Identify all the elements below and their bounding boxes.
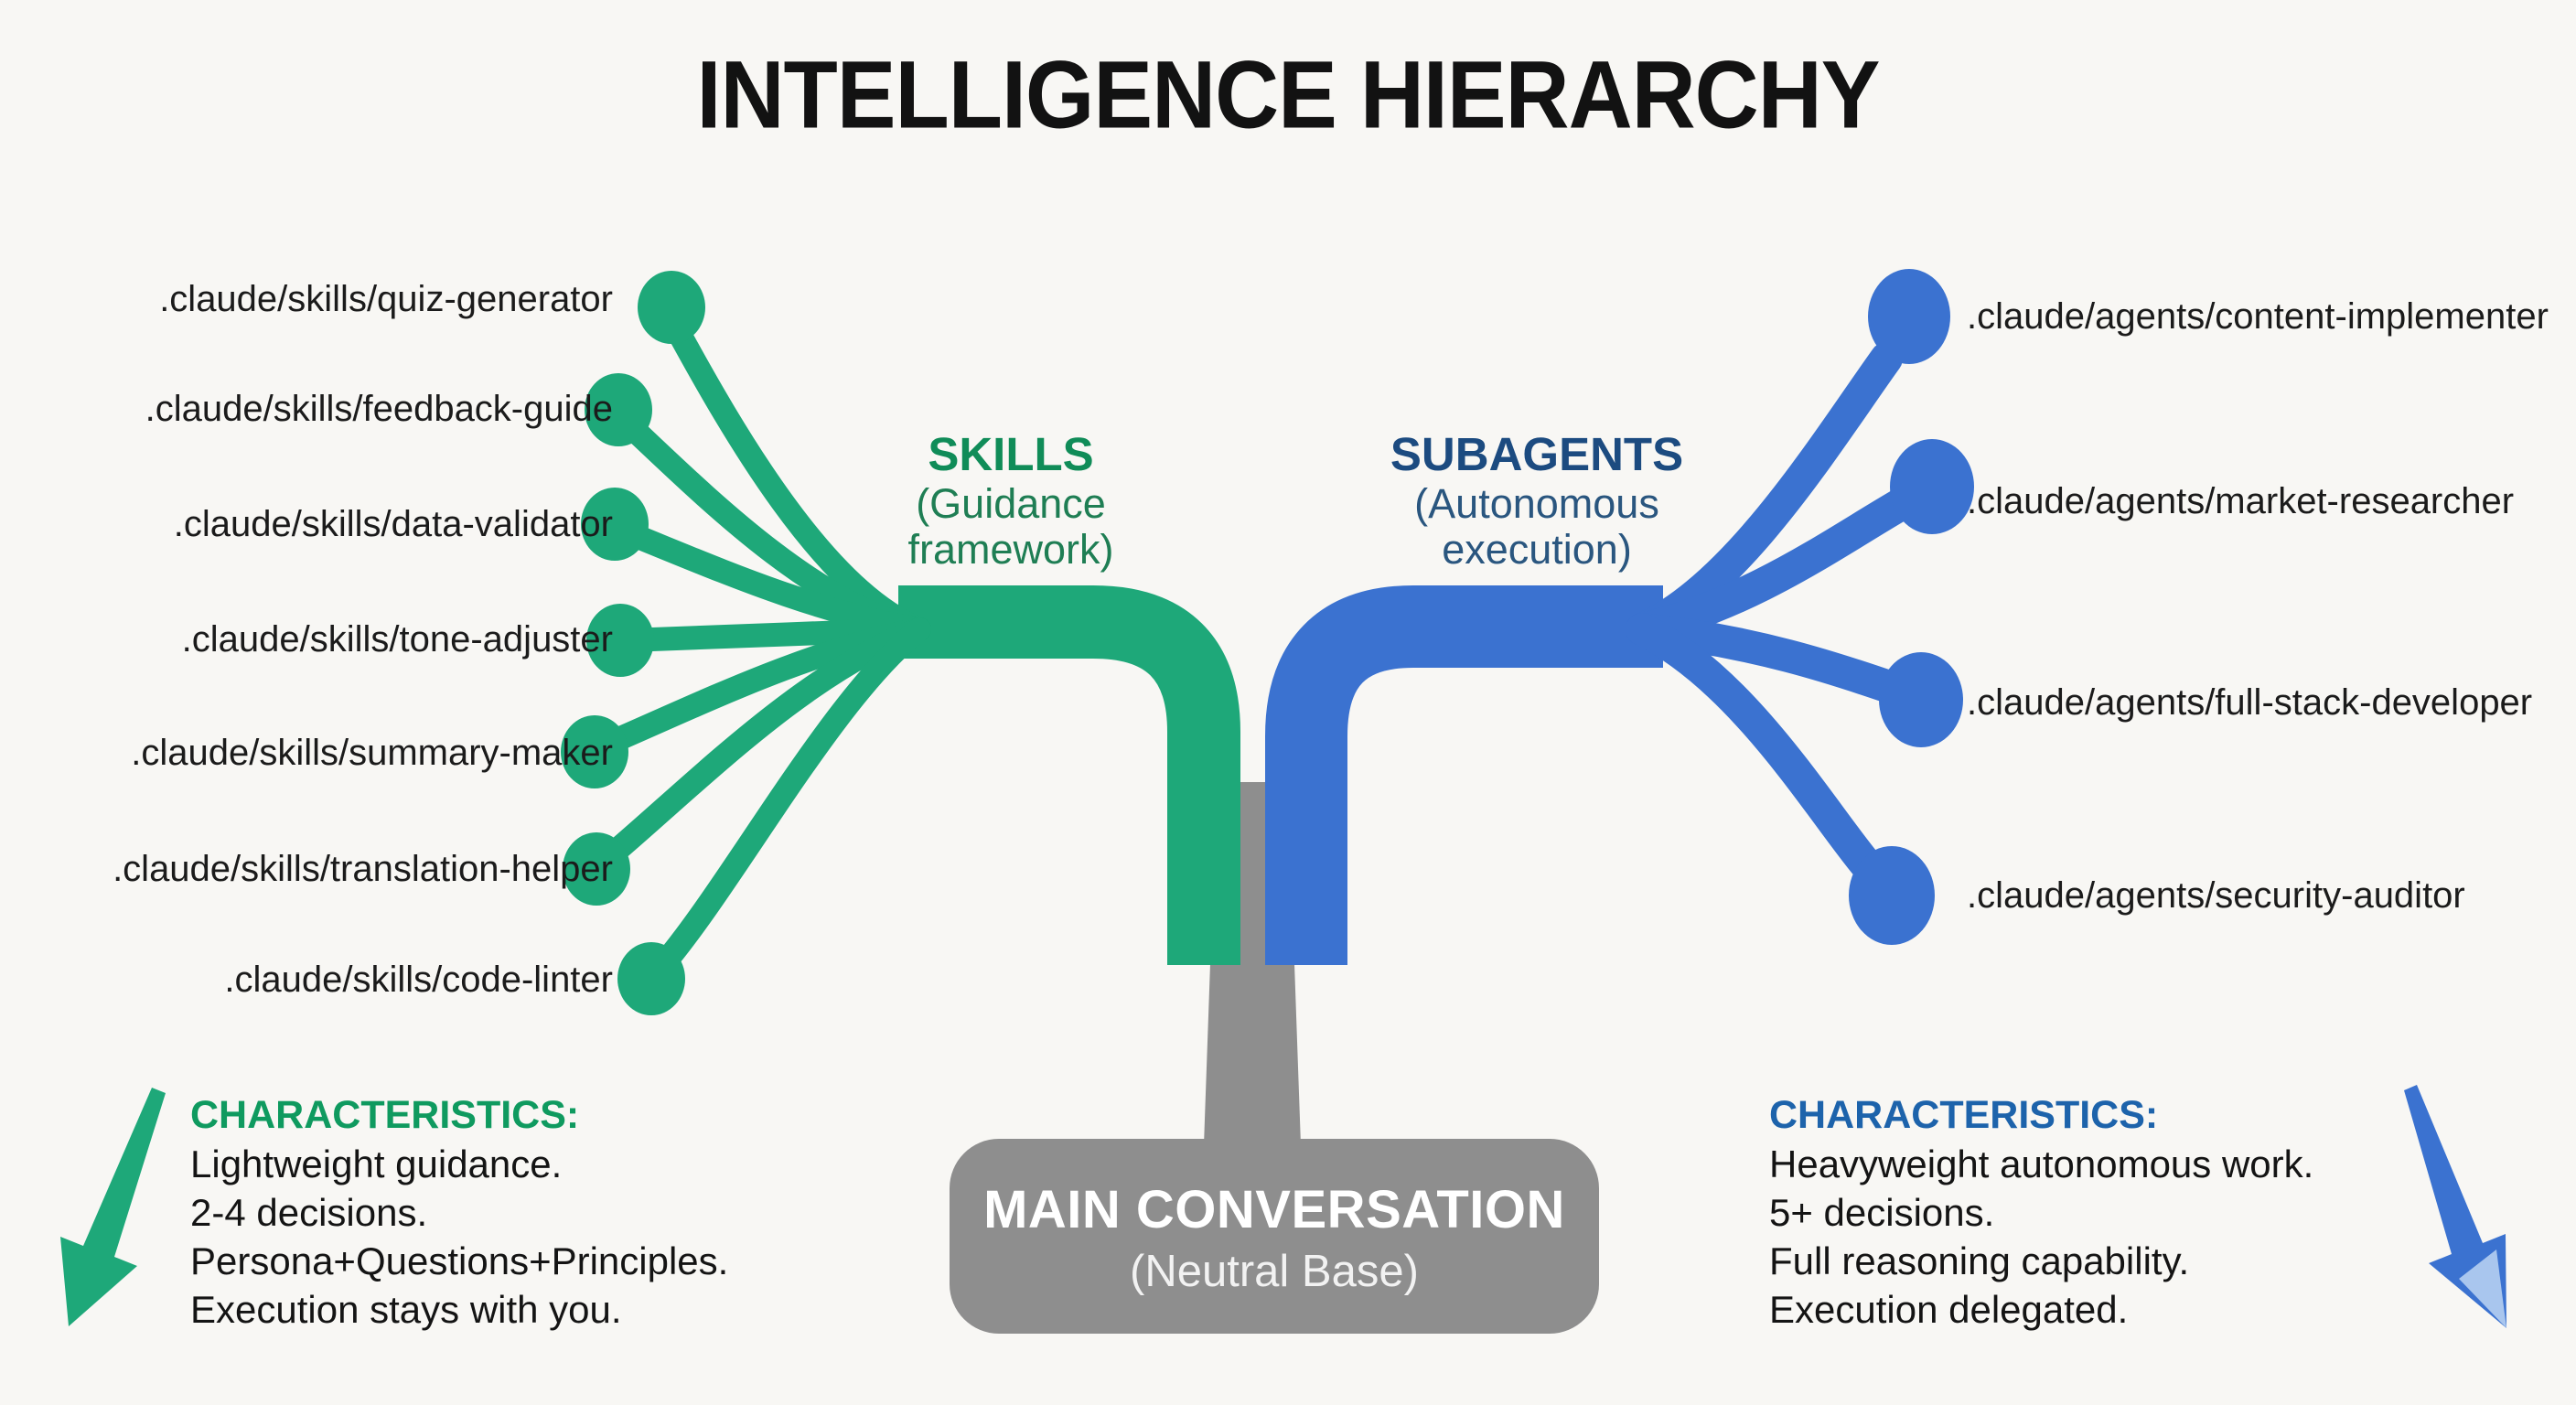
skill-label: .claude/skills/summary-maker bbox=[131, 733, 613, 773]
skill-label: .claude/skills/feedback-guide bbox=[145, 389, 613, 429]
skill-leaf-icon bbox=[561, 715, 628, 788]
skill-label: .claude/skills/quiz-generator bbox=[159, 279, 613, 319]
skills-subheading-line1: (Guidance bbox=[916, 480, 1106, 527]
agent-node-icon bbox=[1890, 439, 1974, 534]
characteristics-line: Lightweight guidance. bbox=[190, 1142, 563, 1185]
subagents-heading-block: SUBAGENTS (Autonomous execution) bbox=[1326, 428, 1747, 573]
page-title: INTELLIGENCE HIERARCHY bbox=[696, 40, 1881, 149]
characteristics-line: 2-4 decisions. bbox=[190, 1191, 428, 1234]
skill-label: .claude/skills/tone-adjuster bbox=[181, 619, 613, 660]
subagents-heading: SUBAGENTS bbox=[1390, 428, 1684, 480]
skill-label: .claude/skills/data-validator bbox=[173, 504, 613, 544]
skill-branch bbox=[649, 617, 931, 980]
agent-node-icon bbox=[1879, 652, 1963, 747]
skills-heading: SKILLS bbox=[928, 428, 1094, 480]
characteristics-line: Execution stays with you. bbox=[190, 1288, 622, 1331]
skill-branch bbox=[594, 617, 931, 872]
skill-leaf-icon bbox=[638, 271, 705, 344]
agent-node-icon bbox=[1868, 269, 1950, 364]
subagents-characteristics-block: CHARACTERISTICS: Heavyweight autonomous … bbox=[1769, 1090, 2556, 1334]
agent-label: .claude/agents/security-auditor bbox=[1967, 875, 2465, 916]
agent-node-icon bbox=[1849, 846, 1935, 945]
agent-label: .claude/agents/full-stack-developer bbox=[1967, 682, 2533, 723]
skills-heading-block: SKILLS (Guidance framework) bbox=[800, 428, 1221, 573]
subagents-characteristics-heading: CHARACTERISTICS: bbox=[1769, 1093, 2159, 1137]
characteristics-line: 5+ decisions. bbox=[1769, 1191, 1995, 1234]
subagents-subheading-line1: (Autonomous bbox=[1414, 480, 1659, 527]
characteristics-line: Full reasoning capability. bbox=[1769, 1239, 2190, 1282]
subagents-subheading-line2: execution) bbox=[1442, 526, 1632, 573]
skill-leaf-icon bbox=[586, 604, 654, 677]
skill-label: .claude/skills/translation-helper bbox=[113, 849, 613, 889]
characteristics-line: Execution delegated. bbox=[1769, 1288, 2129, 1331]
skill-leaf-icon bbox=[581, 488, 649, 561]
skill-leaf-icon bbox=[617, 942, 685, 1015]
skills-arrow-icon bbox=[60, 1088, 166, 1326]
subagents-main-branch bbox=[1265, 585, 1663, 965]
main-node-title: MAIN CONVERSATION bbox=[983, 1180, 1565, 1239]
main-node-subtitle: (Neutral Base) bbox=[1130, 1247, 1419, 1296]
agent-branch bbox=[1626, 613, 1883, 881]
skill-leaf-icon bbox=[563, 832, 630, 906]
characteristics-line: Persona+Questions+Principles. bbox=[190, 1239, 729, 1282]
skill-label: .claude/skills/code-linter bbox=[224, 960, 613, 1000]
skills-main-branch bbox=[898, 585, 1240, 965]
characteristics-line: Heavyweight autonomous work. bbox=[1769, 1142, 2314, 1185]
agent-label: .claude/agents/content-implementer bbox=[1967, 296, 2549, 337]
subagents-arrow-tip-icon bbox=[2459, 1249, 2506, 1328]
skills-subheading-line2: framework) bbox=[907, 526, 1114, 573]
agent-branch bbox=[1626, 487, 1919, 646]
skills-characteristics-heading: CHARACTERISTICS: bbox=[190, 1093, 580, 1137]
agent-label: .claude/agents/market-researcher bbox=[1967, 481, 2515, 521]
skills-characteristics-block: CHARACTERISTICS: Lightweight guidance. 2… bbox=[190, 1090, 977, 1334]
main-conversation-node: MAIN CONVERSATION (Neutral Base) bbox=[950, 1139, 1599, 1334]
skill-leaf-icon bbox=[585, 373, 652, 446]
